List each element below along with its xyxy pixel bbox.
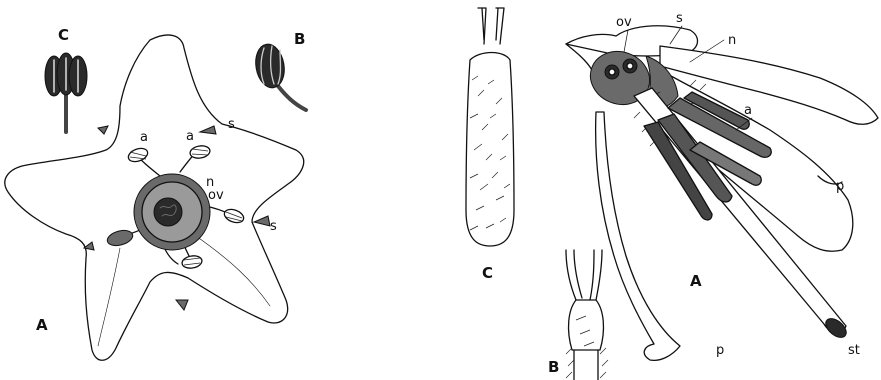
label-left-a2: a — [186, 129, 194, 144]
label-left-a1: a — [140, 130, 148, 145]
label-left-ov: ov — [208, 188, 224, 203]
right-flower-figure: ov s n a p p st A — [566, 11, 878, 360]
label-right-p2: p — [716, 343, 724, 358]
label-left-s2: s — [270, 219, 277, 234]
sepal-tip-right — [254, 216, 270, 226]
label-right-p1: p — [836, 179, 844, 194]
inset-stamen-C — [45, 53, 87, 132]
middle-pistil-B: B — [548, 250, 608, 380]
label-left-B: B — [294, 30, 305, 48]
label-right-A: A — [690, 272, 702, 290]
label-left-C: C — [58, 26, 69, 44]
label-right-a: a — [744, 103, 752, 118]
label-right-n: n — [728, 33, 736, 48]
left-flower-figure: C B a a s s n ov A — [5, 26, 306, 360]
label-right-st: st — [848, 343, 860, 358]
middle-pistil-C: C — [466, 8, 514, 282]
label-right-s: s — [676, 11, 683, 26]
label-left-s1: s — [228, 117, 235, 132]
label-mid-C: C — [482, 264, 493, 282]
inset-stamen-B — [252, 42, 306, 110]
label-mid-B: B — [548, 358, 559, 376]
label-left-A: A — [36, 316, 48, 334]
label-right-ov: ov — [616, 15, 632, 30]
ovary-left — [154, 198, 182, 226]
